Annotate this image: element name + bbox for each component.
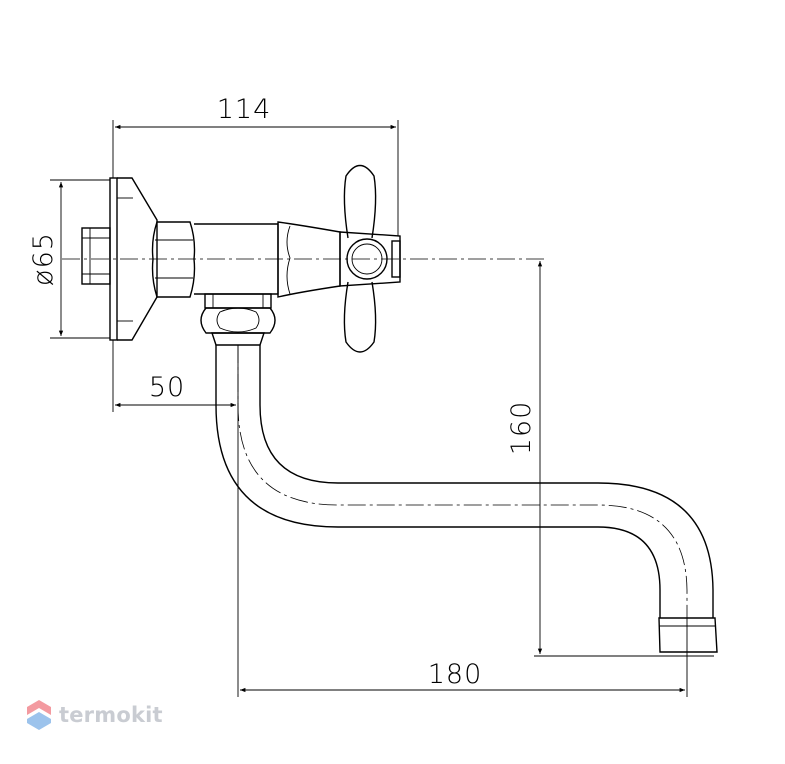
termokit-logo-icon	[27, 700, 51, 730]
dim-label-180: 180	[428, 659, 483, 690]
wall-flange	[81, 177, 158, 341]
dim-label-160: 160	[506, 401, 537, 456]
aerator	[658, 617, 718, 653]
termokit-logo-text: termokit	[59, 703, 163, 727]
dim-label-65: ø65	[28, 232, 59, 286]
dim-label-50: 50	[149, 372, 185, 403]
valve-body	[194, 221, 341, 309]
spout-pipe	[215, 345, 714, 618]
hex-nut	[151, 221, 196, 298]
dimension-114: 114	[112, 94, 399, 236]
dimension-180: 180	[237, 345, 688, 697]
dimension-50: 50	[112, 340, 237, 412]
dim-label-114: 114	[217, 94, 272, 125]
dimension-160: 160	[506, 261, 714, 657]
termokit-logo: termokit	[26, 699, 163, 731]
union-nut	[200, 307, 276, 346]
dimension-diameter-65: ø65	[28, 179, 110, 339]
